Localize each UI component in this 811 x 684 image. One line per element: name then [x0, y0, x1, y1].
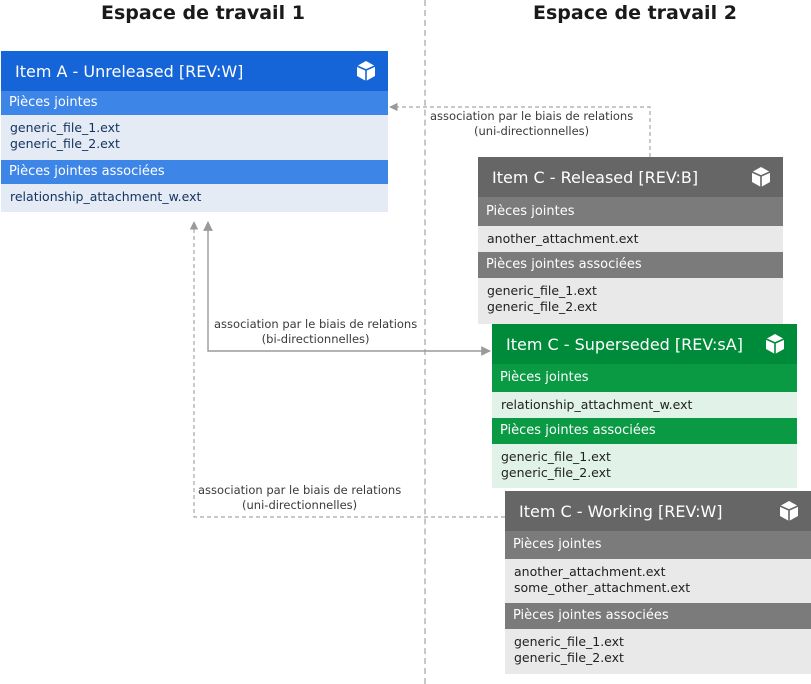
- item-c-released-card[interactable]: Item C - Released [REV:B] Pièces jointes…: [478, 157, 783, 324]
- item-c-superseded-related-header: Pièces jointes associées: [492, 418, 797, 444]
- item-c-released-related-header: Pièces jointes associées: [478, 252, 783, 278]
- uni-connector-bottom: [189, 221, 505, 518]
- related-attachment-file[interactable]: generic_file_1.ext: [514, 634, 624, 649]
- item-c-working-card[interactable]: Item C - Working [REV:W] Pièces jointes …: [505, 491, 811, 674]
- item-c-released-attachments: another_attachment.ext: [478, 226, 783, 252]
- item-c-superseded-attachments: relationship_attachment_w.ext: [492, 392, 797, 418]
- item-a-card[interactable]: Item A - Unreleased [REV:W] Pièces joint…: [1, 51, 388, 212]
- item-c-released-attachments-header: Pièces jointes: [478, 197, 783, 226]
- attachment-file[interactable]: generic_file_1.ext: [10, 120, 120, 135]
- cube-icon: [751, 167, 771, 187]
- cube-icon: [356, 61, 376, 81]
- uni-connector-top: [389, 102, 651, 157]
- item-c-working-related: generic_file_1.ext generic_file_2.ext: [505, 629, 811, 674]
- item-c-released-title: Item C - Released [REV:B]: [492, 167, 699, 187]
- workspace-1-title: Espace de travail 1: [101, 2, 305, 24]
- item-c-working-header: Item C - Working [REV:W]: [505, 491, 811, 531]
- item-c-superseded-related: generic_file_1.ext generic_file_2.ext: [492, 444, 797, 488]
- related-attachment-file[interactable]: generic_file_2.ext: [501, 465, 611, 480]
- attachment-file[interactable]: another_attachment.ext: [487, 231, 639, 246]
- item-a-attachments: generic_file_1.ext generic_file_2.ext: [1, 115, 388, 160]
- related-attachment-file[interactable]: generic_file_2.ext: [514, 650, 624, 665]
- bi-link-label: association par le biais de relations (b…: [212, 317, 420, 347]
- uni-link-label-top: association par le biais de relations (u…: [428, 109, 636, 139]
- item-c-superseded-title: Item C - Superseded [REV:sA]: [506, 334, 743, 354]
- item-c-superseded-card[interactable]: Item C - Superseded [REV:sA] Pièces join…: [492, 324, 797, 488]
- cube-icon: [765, 334, 785, 354]
- item-c-superseded-attachments-header: Pièces jointes: [492, 364, 797, 392]
- item-c-working-title: Item C - Working [REV:W]: [519, 501, 723, 521]
- item-c-released-related: generic_file_1.ext generic_file_2.ext: [478, 278, 783, 324]
- item-c-working-attachments: another_attachment.ext some_other_attach…: [505, 559, 811, 603]
- uni-link-label-bottom: association par le biais de relations (u…: [196, 483, 404, 513]
- workspace-2-title: Espace de travail 2: [533, 2, 737, 24]
- attachment-file[interactable]: some_other_attachment.ext: [514, 580, 691, 595]
- item-a-attachments-header: Pièces jointes: [1, 91, 388, 115]
- item-c-released-header: Item C - Released [REV:B]: [478, 157, 783, 197]
- attachment-file[interactable]: relationship_attachment_w.ext: [501, 397, 693, 412]
- item-a-related: relationship_attachment_w.ext: [1, 184, 388, 212]
- cube-icon: [779, 501, 799, 521]
- item-a-title: Item A - Unreleased [REV:W]: [15, 61, 244, 81]
- item-a-header: Item A - Unreleased [REV:W]: [1, 51, 388, 91]
- related-attachment-file[interactable]: relationship_attachment_w.ext: [10, 189, 202, 204]
- related-attachment-file[interactable]: generic_file_1.ext: [501, 449, 611, 464]
- attachment-file[interactable]: another_attachment.ext: [514, 564, 666, 579]
- item-c-working-related-header: Pièces jointes associées: [505, 603, 811, 629]
- item-c-working-attachments-header: Pièces jointes: [505, 531, 811, 559]
- item-a-related-header: Pièces jointes associées: [1, 160, 388, 184]
- related-attachment-file[interactable]: generic_file_2.ext: [487, 299, 597, 314]
- attachment-file[interactable]: generic_file_2.ext: [10, 136, 120, 151]
- item-c-superseded-header: Item C - Superseded [REV:sA]: [492, 324, 797, 364]
- related-attachment-file[interactable]: generic_file_1.ext: [487, 283, 597, 298]
- bi-connector: [203, 221, 491, 356]
